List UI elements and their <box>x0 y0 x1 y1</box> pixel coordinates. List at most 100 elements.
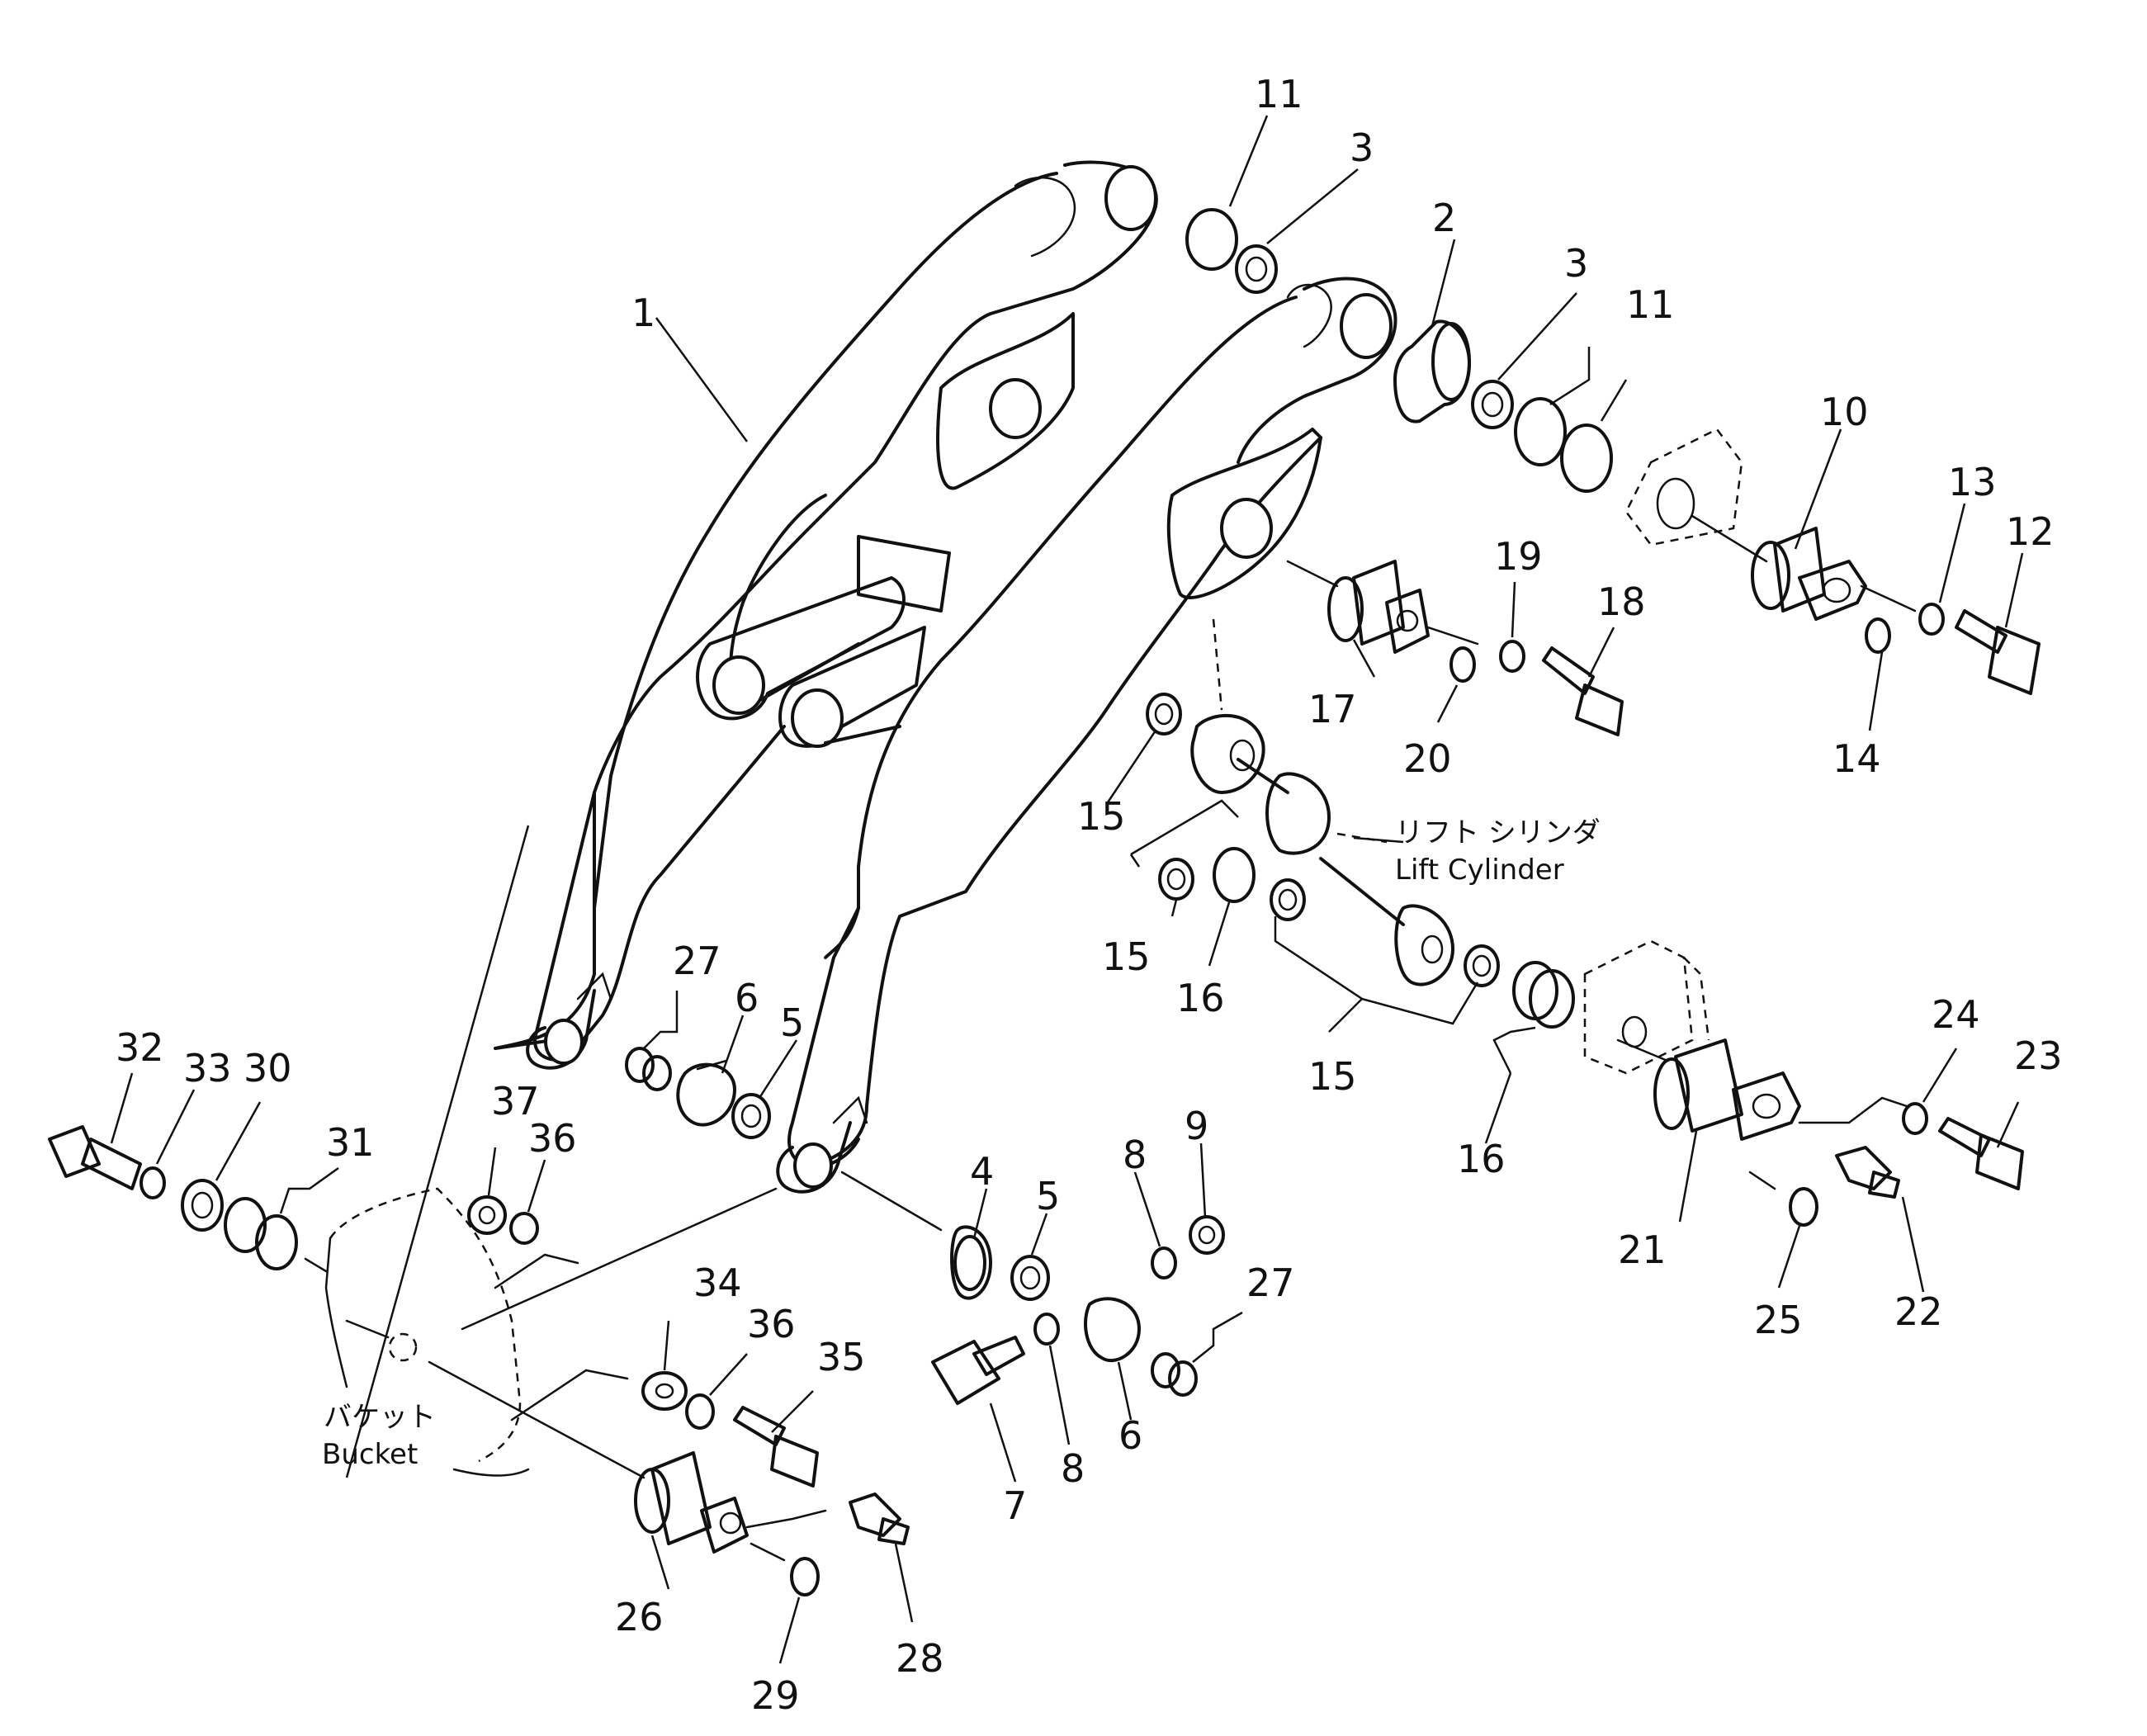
part-21-pin <box>1616 1038 1908 1141</box>
lift-cylinder-label-en: Lift Cylinder <box>1395 854 1564 887</box>
callout-20: 20 <box>1403 736 1452 781</box>
part-4-bushing <box>840 1171 992 1300</box>
part-37-nut <box>467 1195 507 1235</box>
arm-lower-bosses <box>526 972 868 1194</box>
callout-23: 23 <box>2014 1034 2063 1078</box>
callout-27-upper: 27 <box>673 939 721 983</box>
part-6-clip-upper <box>676 1059 736 1127</box>
bucket-outline <box>324 1187 778 1479</box>
part-11-shim-top <box>1185 208 1238 271</box>
callout-5-lower: 5 <box>1036 1174 1060 1218</box>
callout-36-lower: 36 <box>747 1302 796 1346</box>
part-3-bushing-mid <box>1471 380 1514 429</box>
part-32-bolt <box>48 1125 142 1190</box>
part-27-clip-upper <box>625 1047 672 1091</box>
callout-3-top: 3 <box>1350 125 1374 170</box>
frame-plate-top <box>1624 428 1743 546</box>
callout-24: 24 <box>1932 992 1980 1037</box>
callout-25: 25 <box>1754 1298 1803 1342</box>
callout-17: 17 <box>1308 687 1357 731</box>
callout-19: 19 <box>1494 534 1543 579</box>
callout-16-a: 16 <box>1176 976 1225 1020</box>
part-15-bushings <box>1146 693 1500 987</box>
callout-6-lower: 6 <box>1118 1413 1142 1458</box>
callout-11-top: 11 <box>1255 72 1303 116</box>
callout-29: 29 <box>751 1673 800 1718</box>
lift-arm-right <box>787 277 1397 1168</box>
part-2-bushing <box>1393 319 1471 423</box>
part-13-washer <box>1918 603 1945 636</box>
callout-16-b: 16 <box>1457 1137 1506 1181</box>
callout-33: 33 <box>183 1046 232 1090</box>
part-19-washer <box>1499 640 1525 673</box>
callout-30: 30 <box>244 1046 292 1090</box>
bucket-label-en: Bucket <box>322 1438 418 1471</box>
part-14-plug <box>1865 617 1891 654</box>
callout-18: 18 <box>1597 579 1646 624</box>
part-36-washer-lower <box>685 1393 715 1430</box>
part-11-shims-mid <box>1514 397 1613 493</box>
part-3-bushing-top <box>1235 244 1278 294</box>
callout-21: 21 <box>1618 1227 1667 1272</box>
part-24-washer <box>1902 1102 1928 1135</box>
part-5-bushing-upper <box>731 1093 771 1139</box>
part-33-washer <box>140 1166 166 1199</box>
callout-2: 2 <box>1432 196 1456 240</box>
part-6-clip-lower <box>1084 1297 1141 1363</box>
part-17-pin <box>1286 560 1479 654</box>
callout-26: 26 <box>615 1595 664 1639</box>
part-10-pin <box>1691 514 1917 621</box>
callout-numbers: 1 2 3 3 4 5 5 6 6 7 8 8 9 10 11 11 12 13… <box>116 72 2063 1718</box>
part-9-nut <box>1189 1215 1225 1255</box>
lift-cylinder-label-jp: リフト シリンダ <box>1395 816 1601 849</box>
part-27-clip-lower <box>1151 1352 1198 1397</box>
callout-35: 35 <box>817 1335 866 1379</box>
callout-36-upper: 36 <box>528 1116 577 1161</box>
callout-28: 28 <box>896 1636 944 1681</box>
callout-15-a: 15 <box>1077 794 1126 839</box>
lift-cylinder <box>1190 618 1454 986</box>
lift-arm-left <box>494 160 1158 1062</box>
part-20-plug <box>1449 646 1476 683</box>
callout-6-upper: 6 <box>735 976 759 1020</box>
callout-7: 7 <box>1003 1483 1027 1528</box>
part-30-bushing <box>181 1179 224 1232</box>
assembly-labels: リフト シリンダ Lift Cylinder バケット Bucket <box>322 816 1601 1471</box>
callout-1: 1 <box>631 291 655 335</box>
part-22-grease-fitting <box>1835 1146 1900 1199</box>
callout-15-b: 15 <box>1102 934 1151 979</box>
part-8-washers <box>1033 1246 1177 1346</box>
callout-4: 4 <box>970 1149 994 1194</box>
part-28-grease-fitting <box>849 1492 910 1545</box>
callout-11-mid: 11 <box>1626 282 1675 327</box>
part-16-shims <box>1213 847 1575 1029</box>
callout-15-c: 15 <box>1308 1054 1357 1099</box>
part-26-pin <box>634 1451 827 1554</box>
callout-22: 22 <box>1894 1289 1943 1334</box>
callout-37: 37 <box>491 1079 540 1123</box>
part-12-bolt <box>1955 609 2041 695</box>
callout-32: 32 <box>116 1025 164 1070</box>
part-36-washer-upper <box>509 1212 539 1245</box>
callout-12: 12 <box>2006 509 2055 554</box>
callout-5-upper: 5 <box>780 1000 804 1045</box>
part-31-shims <box>224 1197 328 1273</box>
part-35-bolt <box>733 1406 819 1488</box>
callout-13: 13 <box>1948 460 1997 504</box>
callout-8-lower: 8 <box>1061 1446 1085 1491</box>
part-34-washer <box>510 1369 688 1421</box>
part-29-plug <box>750 1542 820 1596</box>
part-23-bolt <box>1938 1117 2024 1190</box>
callout-10: 10 <box>1820 390 1869 434</box>
callout-14: 14 <box>1833 736 1881 781</box>
bucket-label-jp: バケット <box>324 1401 436 1434</box>
callout-34: 34 <box>693 1261 742 1305</box>
callout-3-mid: 3 <box>1564 241 1588 286</box>
part-25-plug <box>1748 1171 1818 1227</box>
callout-31: 31 <box>326 1120 375 1165</box>
part-5-bushing-lower <box>1010 1255 1050 1301</box>
part-18-bolt <box>1542 646 1624 736</box>
callout-9: 9 <box>1185 1104 1208 1148</box>
leader-lines <box>110 115 2024 1664</box>
